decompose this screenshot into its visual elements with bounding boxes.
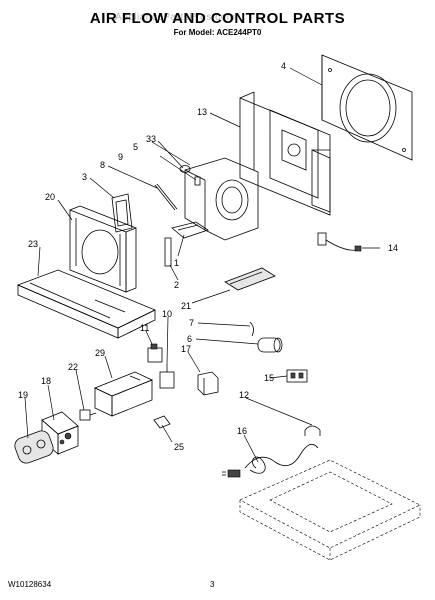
callout-3: 3 xyxy=(82,172,87,182)
part-16-power-cord xyxy=(222,443,319,478)
part-3-bracket xyxy=(111,193,133,233)
callout-25: 25 xyxy=(174,442,184,452)
callout-labels: 4 13 33 5 9 8 3 20 23 1 2 21 7 6 11 10 1… xyxy=(18,61,398,452)
callout-20: 20 xyxy=(45,192,55,202)
part-21-control-board xyxy=(224,267,276,291)
part-6-capacitor xyxy=(257,337,283,353)
part-13-partition xyxy=(239,91,331,216)
part-8-rod xyxy=(154,183,178,211)
leader-lines xyxy=(24,67,380,463)
part-4-shroud xyxy=(321,54,413,161)
part-7-clip xyxy=(249,321,254,337)
model-subtitle: For Model: ACE244PT0 xyxy=(173,28,262,37)
callout-1: 1 xyxy=(174,258,179,268)
watermark: AppliancePartsPros.com xyxy=(115,12,236,23)
part-14-sensor xyxy=(317,232,362,252)
callout-33: 33 xyxy=(146,134,156,144)
callout-17: 17 xyxy=(181,344,191,354)
callout-15: 15 xyxy=(264,373,274,383)
callout-23: 23 xyxy=(28,239,38,249)
callout-16: 16 xyxy=(237,426,247,436)
part-10-thermostat xyxy=(159,364,175,389)
callout-10: 10 xyxy=(162,309,172,319)
part-1-insert xyxy=(171,221,209,239)
part-20-deflector-housing xyxy=(69,205,137,293)
part-22-fitting xyxy=(79,409,97,421)
callout-19: 19 xyxy=(18,390,28,400)
callout-29: 29 xyxy=(95,348,105,358)
base-outline-dashed xyxy=(239,459,421,561)
callout-18: 18 xyxy=(41,376,51,386)
callout-14: 14 xyxy=(388,243,398,253)
callout-9: 9 xyxy=(118,152,123,162)
callout-5: 5 xyxy=(133,142,138,152)
part-12-clamp xyxy=(304,425,321,436)
part-11-switch xyxy=(147,343,163,363)
callout-2: 2 xyxy=(174,280,179,290)
part-33-blower-scroll xyxy=(184,157,259,241)
callout-21: 21 xyxy=(181,301,191,311)
part-17-relay xyxy=(197,371,219,396)
callout-7: 7 xyxy=(189,318,194,328)
callout-12: 12 xyxy=(239,390,249,400)
callout-4: 4 xyxy=(281,61,286,71)
callout-22: 22 xyxy=(68,362,78,372)
callout-13: 13 xyxy=(197,107,207,117)
page-number: 3 xyxy=(210,580,215,589)
page-title: AIR FLOW AND CONTROL PARTS xyxy=(89,10,346,27)
callout-11: 11 xyxy=(140,323,149,333)
document-number: W10128634 xyxy=(8,580,52,589)
part-15-terminal-block xyxy=(286,369,308,383)
callout-8: 8 xyxy=(100,160,105,170)
callout-6: 6 xyxy=(187,334,192,344)
part-19-knob-plate xyxy=(14,430,54,464)
part-9-clip xyxy=(194,176,201,186)
part-2-strip xyxy=(164,237,172,267)
part-25-plate xyxy=(153,415,171,429)
part-23-base-pan xyxy=(16,269,156,339)
part-29-control-bracket xyxy=(93,371,154,417)
